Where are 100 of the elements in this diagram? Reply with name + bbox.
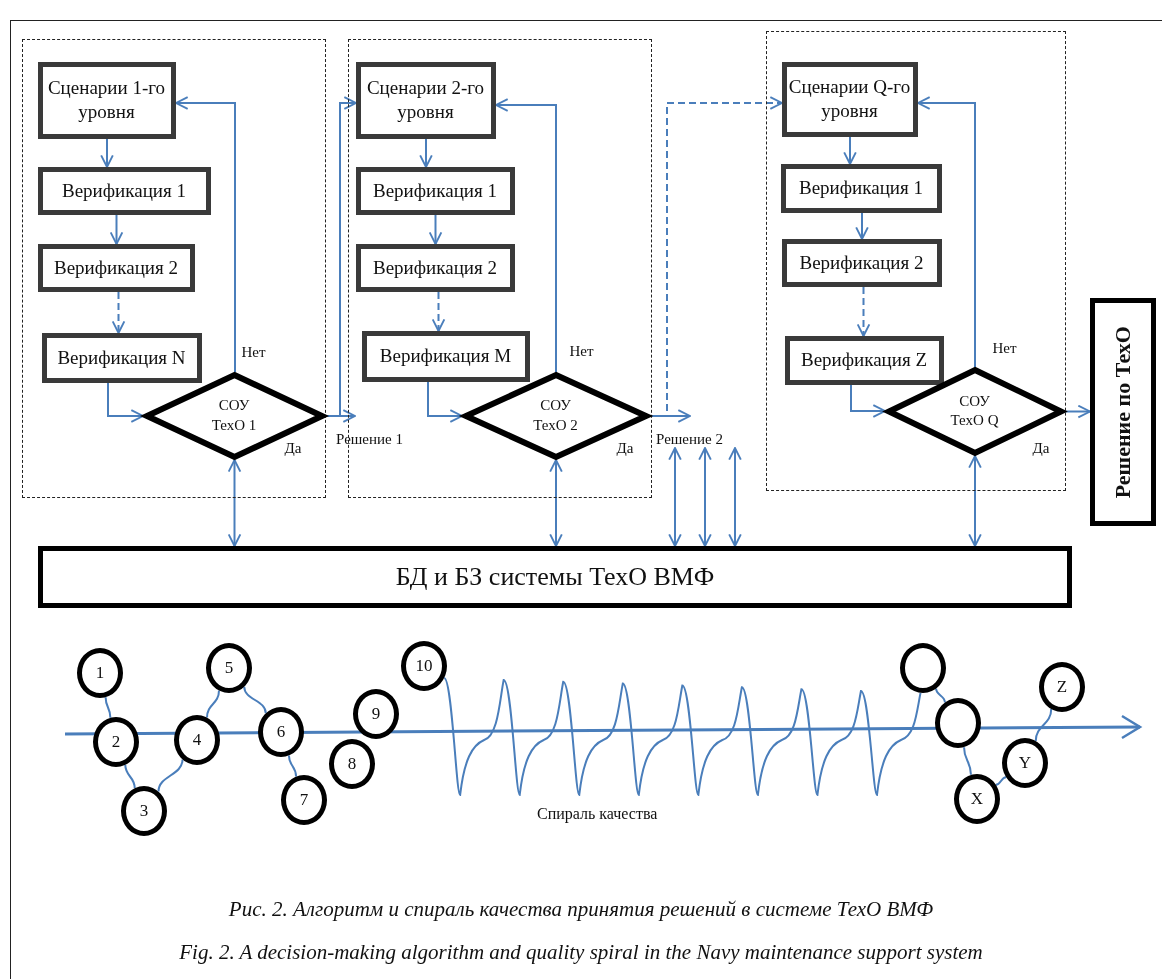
box-label: Сценарии Q-го уровня — [787, 75, 912, 123]
branch-label: Да — [616, 439, 634, 457]
box-label: Решение по ТехО — [1110, 325, 1136, 499]
arrow — [111, 291, 126, 334]
process-box — [781, 238, 942, 287]
arrow — [227, 459, 242, 547]
spiral-step-circle — [121, 786, 167, 836]
arrow — [431, 291, 446, 332]
box-label: Верификация Z — [800, 348, 928, 372]
arrow — [917, 96, 976, 368]
box-label: Верификация 2 — [799, 250, 924, 275]
arrow — [698, 447, 712, 547]
spiral-step-circle — [935, 698, 981, 748]
step-number: Y — [1018, 753, 1032, 773]
box-label: Сценарии 1-го уровня — [46, 76, 167, 124]
connector-line — [206, 689, 220, 719]
arrow — [668, 447, 682, 547]
step-number: 7 — [299, 790, 309, 810]
connector-line — [104, 696, 112, 719]
process-box — [784, 335, 944, 385]
connector-line — [124, 763, 136, 790]
spiral-step-circle — [93, 717, 139, 767]
stage-frame — [766, 31, 1066, 491]
arrow — [419, 138, 433, 168]
connector-line — [935, 687, 946, 704]
spiral-step-circle — [281, 775, 327, 825]
box-label: Верификация 2 — [54, 255, 178, 280]
step-number: 2 — [111, 732, 121, 752]
step-number: Z — [1056, 677, 1068, 697]
process-box — [37, 166, 211, 215]
spiral-step-circle — [174, 715, 220, 765]
arrow — [843, 136, 857, 165]
arrow — [856, 286, 871, 337]
connector-line — [963, 746, 972, 776]
step-number: 3 — [139, 801, 149, 821]
decision-output-label: Решение 2 — [656, 431, 723, 448]
spiral-step-circle — [900, 643, 946, 693]
branch-label: Нет — [569, 342, 594, 360]
process-box — [37, 243, 195, 292]
step-number: 5 — [224, 658, 234, 678]
spiral-step-circle — [77, 648, 123, 698]
diamond-label: СОУ ТехО 2 — [532, 396, 579, 435]
database-box — [38, 546, 1072, 608]
diamond-label: СОУ ТехО Q — [949, 391, 1000, 430]
box-label: Верификация 1 — [62, 178, 186, 203]
arrow — [175, 96, 236, 373]
spiral-step-circle — [1039, 662, 1085, 712]
figure-caption: Fig. 2. A decision-making algorithm and quality spiral in the Navy maintenance support system — [178, 940, 984, 965]
box-label: Верификация M — [379, 344, 512, 368]
step-number: 9 — [371, 704, 381, 724]
decision-box — [1090, 298, 1156, 526]
branch-label: Да — [1032, 439, 1050, 457]
decision-diamond — [142, 371, 326, 460]
arrow — [109, 214, 124, 245]
connector-line — [443, 677, 922, 796]
process-box — [355, 243, 515, 292]
process-box — [41, 332, 202, 383]
box-label: Верификация 1 — [799, 176, 923, 200]
branch-label: Нет — [241, 343, 266, 361]
spiral-step-circle — [401, 641, 447, 691]
decision-output-label: Решение 1 — [336, 431, 403, 448]
process-box — [355, 166, 515, 215]
branch-label: Да — [284, 439, 302, 457]
process-box — [37, 61, 176, 139]
spiral-step-circle — [1002, 738, 1048, 788]
process-box — [780, 163, 942, 213]
spiral-step-circle — [954, 774, 1000, 824]
arrow — [549, 459, 563, 547]
box-label: Верификация 1 — [373, 178, 497, 203]
spiral-label: Спираль качества — [537, 805, 658, 823]
connector-line — [287, 754, 298, 778]
box-label: Верификация N — [57, 345, 186, 370]
arrow — [1064, 404, 1091, 419]
process-box — [355, 61, 496, 139]
process-box — [361, 330, 530, 382]
diamond-label: СОУ ТехО 1 — [210, 396, 258, 435]
spiral-step-circle — [258, 707, 304, 757]
step-number: 8 — [347, 754, 357, 774]
arrow — [325, 96, 357, 417]
process-box — [781, 61, 918, 137]
spiral-step-circle — [206, 643, 252, 693]
arrow — [855, 212, 869, 240]
arrow — [100, 138, 114, 168]
connector-line — [994, 776, 1008, 786]
step-number: 1 — [95, 663, 105, 683]
arrow — [495, 98, 557, 373]
connector-line — [1034, 708, 1053, 742]
box-label: Верификация 2 — [373, 255, 497, 280]
step-number: 4 — [192, 730, 202, 750]
stage-frame — [22, 39, 326, 498]
box-label: БД и БЗ системы ТехО ВМФ — [395, 562, 715, 592]
box-label: Сценарии 2-го уровня — [365, 76, 486, 124]
step-number: 10 — [415, 656, 433, 676]
connector-line — [243, 685, 267, 715]
arrow — [107, 382, 144, 423]
arrow — [428, 214, 443, 245]
connector-line — [157, 758, 184, 793]
step-number: X — [970, 789, 984, 809]
figure-caption: Рис. 2. Алгоритм и спираль качества принятия решений в системе ТехО ВМФ — [227, 897, 935, 922]
arrow — [427, 381, 463, 423]
